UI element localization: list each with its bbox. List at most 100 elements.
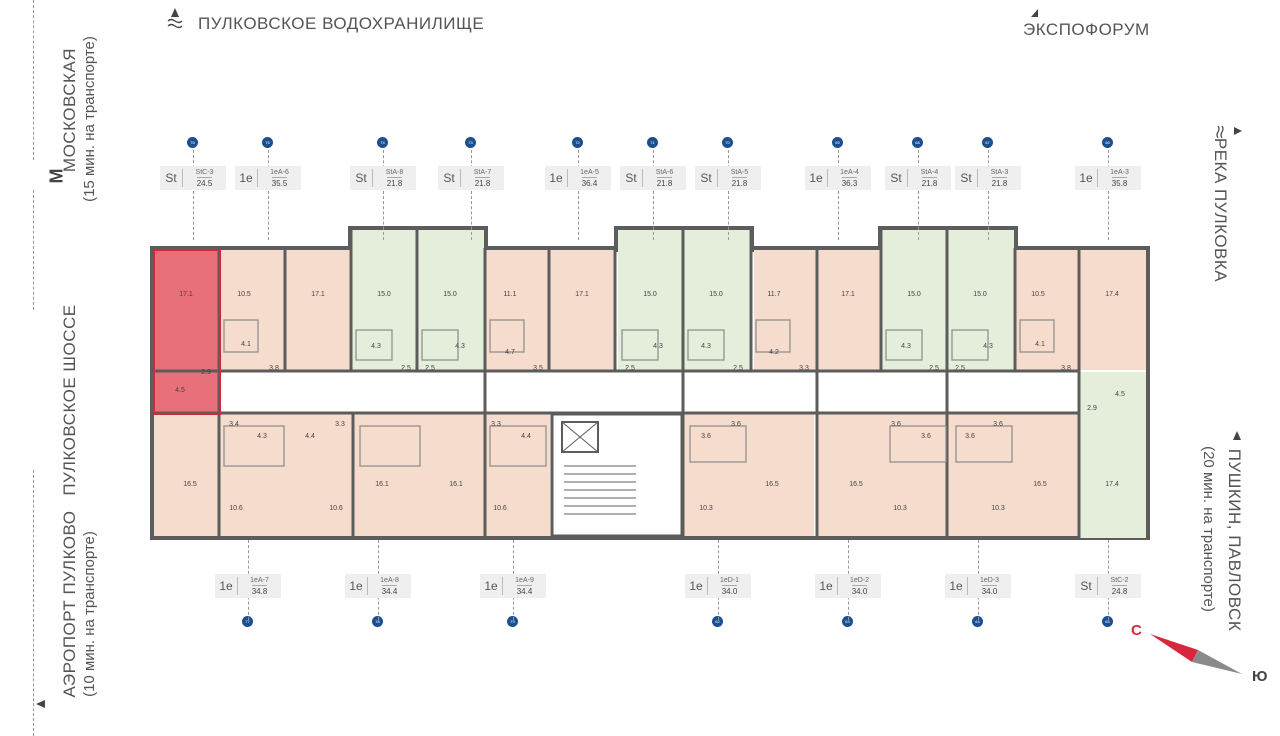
room-area: 17.1 bbox=[841, 291, 855, 298]
apartment-number-badge[interactable]: 69 bbox=[832, 137, 843, 148]
apartment-number-badge[interactable]: 78 bbox=[372, 616, 383, 627]
leader-line bbox=[1108, 150, 1109, 240]
apartment-code: StC-3 bbox=[195, 168, 214, 176]
room-area: 11.1 bbox=[503, 291, 516, 298]
apartment-type: 1e bbox=[219, 579, 233, 593]
apartment-number-badge[interactable]: 79 bbox=[507, 616, 518, 627]
compass-north-label: С bbox=[1131, 622, 1142, 639]
apartment-number-badge[interactable]: 70 bbox=[722, 137, 733, 148]
apartment-number-badge[interactable]: 63 bbox=[842, 616, 853, 627]
apartment-type: 1e bbox=[349, 579, 363, 593]
apartment-type: St bbox=[890, 171, 902, 185]
apartment-area: 21.8 bbox=[991, 176, 1008, 188]
apartment-area: 34.8 bbox=[251, 584, 268, 596]
town-title: ПУШКИН, ПАВЛОВСК bbox=[1225, 448, 1244, 632]
room-area: 3.5 bbox=[533, 365, 543, 372]
apartment-number-badge[interactable]: 74 bbox=[377, 137, 388, 148]
room-area: 10.6 bbox=[493, 505, 507, 512]
apartment-number-badge[interactable]: 71 bbox=[647, 137, 658, 148]
room-area: 17.1 bbox=[311, 291, 325, 298]
apartment-number-badge[interactable]: 66 bbox=[1102, 137, 1113, 148]
apartment-type: St bbox=[165, 171, 177, 185]
left-dashed-line-top bbox=[33, 0, 34, 160]
apartment-code: StA-3 bbox=[990, 168, 1009, 176]
room-area: 2.5 bbox=[929, 365, 939, 372]
apartment-number-badge[interactable]: 68 bbox=[912, 137, 923, 148]
room-area: 2.9 bbox=[1087, 405, 1097, 412]
apartment-number-badge[interactable]: 77 bbox=[242, 616, 253, 627]
apartment-area: 34.0 bbox=[721, 584, 738, 596]
apartment-area: 36.4 bbox=[581, 176, 598, 188]
apartment-area: 21.8 bbox=[731, 176, 748, 188]
apartment-code: StA-7 bbox=[473, 168, 492, 176]
floor-plan: 17.1 10.5 17.1 15.0 15.0 11.1 17.1 15.0 … bbox=[150, 226, 1150, 541]
apartment-area: 21.8 bbox=[656, 176, 673, 188]
room-area: 10.5 bbox=[237, 291, 251, 298]
room-area: 15.0 bbox=[643, 291, 657, 298]
room-area: 3.3 bbox=[335, 421, 345, 428]
room-area: 3.6 bbox=[701, 433, 711, 440]
apartment-type: 1e bbox=[1079, 171, 1093, 185]
apartment-area: 21.8 bbox=[386, 176, 403, 188]
leader-line bbox=[193, 150, 194, 240]
room-area: 4.7 bbox=[505, 349, 515, 356]
apartment-type: St bbox=[960, 171, 972, 185]
apartment-number-badge[interactable]: 64 bbox=[972, 616, 983, 627]
room-area: 4.3 bbox=[983, 343, 993, 350]
room-area: 4.1 bbox=[241, 341, 251, 348]
apartment-code: 1eA-9 bbox=[515, 576, 534, 584]
airport-title: АЭРОПОРТ ПУЛКОВО bbox=[60, 510, 79, 698]
apartment-code: 1eA-4 bbox=[840, 168, 859, 176]
room-area: 3.3 bbox=[491, 421, 501, 428]
leader-line bbox=[268, 150, 269, 240]
apartment-number-badge[interactable]: 73 bbox=[465, 137, 476, 148]
room-area: 10.5 bbox=[1031, 291, 1045, 298]
leader-line bbox=[471, 150, 472, 240]
apartment-code: 1eA-6 bbox=[270, 168, 289, 176]
apartment-number-badge[interactable]: 72 bbox=[572, 137, 583, 148]
apartment-number-badge[interactable]: 76 bbox=[187, 137, 198, 148]
room-area: 3.6 bbox=[993, 421, 1003, 428]
apartment-code: StC-2 bbox=[1110, 576, 1129, 584]
compass-south-label: Ю bbox=[1252, 668, 1268, 685]
apartment-code: 1eD-1 bbox=[719, 576, 740, 584]
apartment-number-badge[interactable]: 65 bbox=[1102, 616, 1113, 627]
apartment-code: StA-4 bbox=[920, 168, 939, 176]
apartment-number-badge[interactable]: 67 bbox=[982, 137, 993, 148]
room-area: 4.2 bbox=[769, 349, 779, 356]
apartment-area: 36.3 bbox=[841, 176, 858, 188]
metro-icon: М bbox=[46, 168, 67, 184]
landmark-expoforum: ЭКСПОФОРУМ bbox=[1023, 20, 1150, 39]
apartment-number-badge[interactable]: 75 bbox=[262, 137, 273, 148]
selected-apartment-outline bbox=[153, 249, 221, 415]
apartment-code: 1eD-2 bbox=[849, 576, 870, 584]
apartment-area: 24.8 bbox=[1111, 584, 1128, 596]
apartment-area: 34.0 bbox=[981, 584, 998, 596]
room-area: 10.3 bbox=[893, 505, 907, 512]
apartment-number-badge[interactable]: 62 bbox=[712, 616, 723, 627]
apartment-area: 35.8 bbox=[1111, 176, 1128, 188]
airport-subtitle: (10 мин. на транспорте) bbox=[81, 531, 98, 697]
leader-line bbox=[728, 150, 729, 240]
room-area: 16.5 bbox=[765, 481, 779, 488]
town-arrow-icon bbox=[1232, 428, 1242, 440]
apartment-area: 35.5 bbox=[271, 176, 288, 188]
